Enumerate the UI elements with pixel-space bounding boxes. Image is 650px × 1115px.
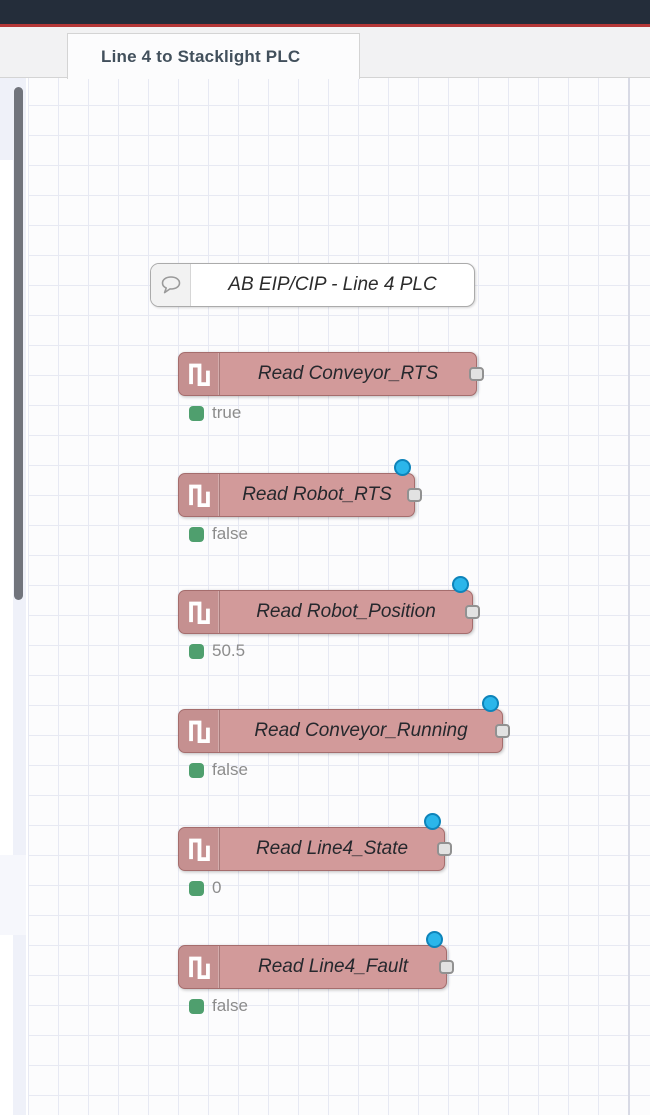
- header-accent-line: [0, 24, 650, 27]
- node-status: false: [189, 760, 248, 780]
- node-icon-section: [179, 828, 220, 870]
- square-wave-icon: [188, 363, 210, 387]
- node-icon-section: [179, 710, 220, 752]
- status-dot-icon: [189, 405, 204, 421]
- node-label: Read Conveyor_Running: [254, 720, 468, 741]
- comment-node[interactable]: AB EIP/CIP - Line 4 PLC: [150, 263, 475, 307]
- status-label: 50.5: [212, 641, 246, 660]
- flow-node[interactable]: Read Conveyor_Running false: [178, 695, 510, 779]
- node-output-port[interactable]: [495, 724, 510, 738]
- speech-bubble-icon: [161, 276, 180, 294]
- node-label: Read Line4_State: [255, 838, 409, 859]
- palette-category-block-2: [0, 855, 26, 935]
- flow-node[interactable]: Read Robot_Position 50.5: [178, 576, 480, 660]
- status-dot-icon: [189, 762, 204, 778]
- status-dot-icon: [189, 998, 204, 1014]
- app-header-bar: [0, 0, 650, 24]
- comment-label: AB EIP/CIP - Line 4 PLC: [228, 274, 437, 295]
- node-label: Read Conveyor_RTS: [257, 363, 439, 384]
- node-label: Read Line4_Fault: [258, 956, 408, 977]
- status-label: true: [212, 403, 242, 422]
- node-output-port[interactable]: [437, 842, 452, 856]
- node-icon-section: [179, 474, 220, 516]
- workspace-tab-bar: Line 4 to Stacklight PLC: [0, 27, 650, 79]
- status-dot-icon: [189, 880, 204, 896]
- flow-node[interactable]: Read Line4_State 0: [178, 813, 452, 897]
- square-wave-icon: [188, 956, 210, 980]
- node-output-port[interactable]: [407, 488, 422, 502]
- node-label: Read Robot_Position: [256, 601, 436, 622]
- workspace-tab-label: Line 4 to Stacklight PLC: [101, 46, 301, 66]
- node-icon-section: [179, 353, 220, 395]
- node-status: 50.5: [189, 641, 245, 661]
- status-label: false: [212, 760, 248, 779]
- canvas-major-gridline: [628, 78, 630, 1115]
- node-changed-indicator: [426, 931, 443, 948]
- status-dot-icon: [189, 526, 204, 542]
- square-wave-icon: [188, 720, 210, 744]
- status-dot-icon: [189, 643, 204, 659]
- flow-node[interactable]: Read Line4_Fault false: [178, 931, 454, 1015]
- node-output-port[interactable]: [465, 605, 480, 619]
- status-label: 0: [212, 878, 222, 897]
- node-label: Read Robot_RTS: [242, 484, 392, 505]
- node-icon-section: [179, 591, 220, 633]
- node-status: 0: [189, 878, 221, 898]
- status-label: false: [212, 524, 248, 543]
- node-changed-indicator: [424, 813, 441, 830]
- workspace-tab-active[interactable]: Line 4 to Stacklight PLC: [67, 33, 360, 79]
- node-changed-indicator: [394, 459, 411, 476]
- node-status: false: [189, 996, 248, 1016]
- palette-scrollbar[interactable]: [14, 87, 23, 600]
- flow-node[interactable]: Read Conveyor_RTS true: [178, 352, 484, 422]
- node-changed-indicator: [482, 695, 499, 712]
- node-output-port[interactable]: [469, 367, 484, 381]
- palette-sidebar-edge: [0, 78, 28, 1115]
- status-label: false: [212, 996, 248, 1015]
- square-wave-icon: [188, 838, 210, 862]
- flow-node[interactable]: Read Robot_RTS false: [178, 459, 422, 543]
- square-wave-icon: [188, 484, 210, 508]
- node-output-port[interactable]: [439, 960, 454, 974]
- node-changed-indicator: [452, 576, 469, 593]
- node-icon-section: [179, 946, 220, 988]
- node-status: false: [189, 524, 248, 544]
- node-status: true: [189, 403, 241, 423]
- comment-icon-section: [151, 264, 191, 306]
- square-wave-icon: [188, 601, 210, 625]
